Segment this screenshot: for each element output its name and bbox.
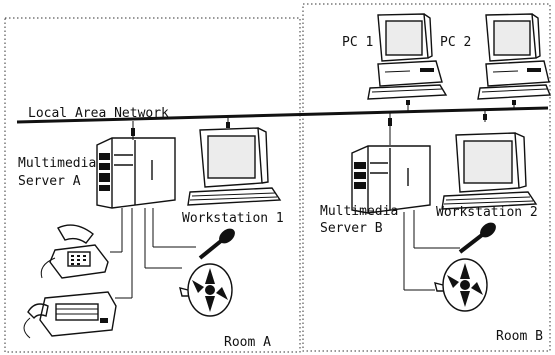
workstation-2-icon	[441, 132, 538, 210]
pc-1-label: PC 1	[342, 35, 373, 50]
server-b-label-line2: Server B	[320, 221, 383, 236]
server-b-icon	[351, 145, 431, 214]
server-a-label-line1: Multimedia	[18, 156, 96, 171]
workstation-1-icon	[187, 127, 282, 206]
loudspeaker-b-icon	[434, 258, 488, 312]
microphone-b-icon	[458, 222, 496, 254]
server-a-label-line2: Server A	[18, 174, 81, 189]
server-a-wires	[110, 208, 196, 299]
lan-backbone	[16, 106, 549, 124]
server-b-label-line1: Multimedia	[320, 204, 398, 219]
server-b-wires	[403, 210, 460, 291]
telephone-icon	[40, 224, 109, 279]
microphone-a-icon	[198, 228, 235, 260]
loudspeaker-a-icon	[179, 263, 233, 317]
workstation-1-label: Workstation 1	[182, 211, 284, 226]
pc-1-icon	[367, 13, 448, 100]
lan-drop-terminals	[131, 100, 516, 136]
pc-2-icon	[477, 13, 552, 100]
fax-machine-icon	[23, 291, 117, 339]
room-b-boundary	[302, 3, 551, 352]
room-b-label: Room B	[496, 329, 543, 344]
room-a-label: Room A	[224, 335, 271, 350]
room-a-boundary	[4, 17, 301, 353]
pc-2-label: PC 2	[440, 35, 471, 50]
server-a-icon	[96, 137, 176, 209]
lan-label: Local Area Network	[28, 106, 169, 121]
workstation-2-label: Workstation 2	[436, 205, 538, 220]
